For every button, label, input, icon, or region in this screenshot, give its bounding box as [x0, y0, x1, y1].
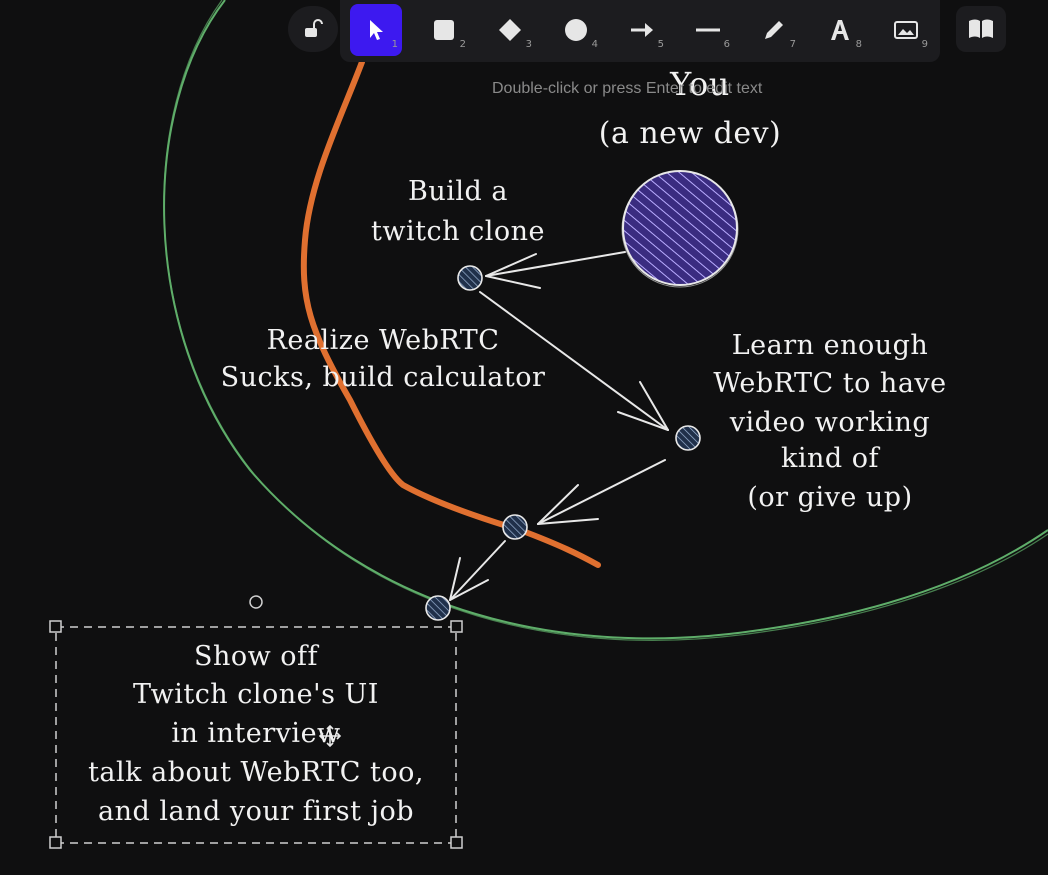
tool-key: 4 — [591, 39, 598, 50]
show-off-line3[interactable]: in interview — [171, 718, 340, 749]
node-show-off[interactable] — [425, 595, 451, 621]
node-build[interactable] — [457, 265, 483, 291]
show-off-line2[interactable]: Twitch clone's UI — [133, 679, 379, 710]
build-label-line2[interactable]: twitch clone — [371, 216, 545, 247]
tool-key: 3 — [525, 39, 532, 50]
tool-key: 7 — [789, 39, 796, 50]
green-ellipse[interactable] — [163, 0, 1048, 641]
arrow-realize-to-show[interactable] — [449, 540, 506, 601]
node-realize[interactable] — [502, 514, 528, 540]
tool-arrow[interactable]: 5 — [616, 4, 668, 56]
tool-key: 1 — [391, 39, 398, 50]
tool-key: 6 — [723, 39, 730, 50]
arrow-build-to-learn[interactable] — [479, 291, 669, 431]
you-circle[interactable] — [621, 170, 739, 288]
square-icon — [434, 20, 454, 40]
arrow-icon — [631, 23, 653, 37]
text-icon — [831, 20, 849, 40]
tool-key: 5 — [657, 39, 664, 50]
edit-hint: Double-click or press Enter to edit text — [492, 80, 763, 97]
show-off-line4[interactable]: talk about WebRTC too, — [88, 757, 424, 788]
cursor-icon — [370, 20, 383, 40]
tool-rectangle[interactable]: 2 — [418, 4, 470, 56]
build-label-line1[interactable]: Build a — [408, 176, 508, 207]
tool-key: 9 — [921, 39, 928, 50]
learn-label-line2[interactable]: WebRTC to have — [713, 368, 946, 399]
you-label[interactable]: You — [669, 65, 730, 103]
tool-ellipse[interactable]: 4 — [550, 4, 602, 56]
lock-icon — [305, 19, 323, 37]
tool-line[interactable]: 6 — [682, 4, 734, 56]
tool-image[interactable]: 9 — [880, 4, 932, 56]
tool-diamond[interactable]: 3 — [484, 4, 536, 56]
image-icon — [894, 21, 918, 39]
selection-box[interactable] — [49, 595, 463, 849]
realize-label-line1[interactable]: Realize WebRTC — [267, 325, 500, 356]
pencil-icon — [765, 21, 783, 39]
resize-handle-br[interactable] — [450, 836, 463, 849]
arrow-you-to-build[interactable] — [485, 251, 626, 289]
resize-handle-bl[interactable] — [49, 836, 62, 849]
lock-button[interactable] — [288, 6, 338, 52]
learn-label-line1[interactable]: Learn enough — [732, 330, 929, 361]
book-icon — [969, 19, 993, 38]
library-button[interactable] — [956, 6, 1006, 52]
circle-icon — [565, 19, 587, 41]
tool-draw[interactable]: 7 — [748, 4, 800, 56]
learn-label-line4[interactable]: kind of — [781, 443, 881, 474]
show-off-line5[interactable]: and land your first job — [98, 796, 414, 827]
you-sublabel[interactable]: (a new dev) — [599, 116, 782, 151]
tool-selection[interactable]: 1 — [350, 4, 402, 56]
rotate-handle[interactable] — [249, 595, 263, 609]
diamond-icon — [499, 19, 521, 41]
node-learn[interactable] — [675, 425, 701, 451]
tool-key: 8 — [855, 39, 862, 50]
learn-label-line3[interactable]: video working — [729, 407, 930, 438]
realize-label-line2[interactable]: Sucks, build calculator — [221, 362, 546, 393]
show-off-line1[interactable]: Show off — [194, 641, 320, 672]
tool-text[interactable]: 8 — [814, 4, 866, 56]
tool-key: 2 — [459, 39, 466, 50]
learn-label-line5[interactable]: (or give up) — [747, 482, 912, 513]
resize-handle-tl[interactable] — [49, 620, 62, 633]
move-cursor-icon — [318, 724, 342, 748]
orange-path[interactable] — [300, 59, 601, 568]
arrow-learn-to-realize[interactable] — [537, 459, 666, 525]
resize-handle-tr[interactable] — [450, 620, 463, 633]
line-icon — [696, 28, 720, 32]
toolbar: 1 2 3 4 5 6 7 — [340, 0, 940, 62]
